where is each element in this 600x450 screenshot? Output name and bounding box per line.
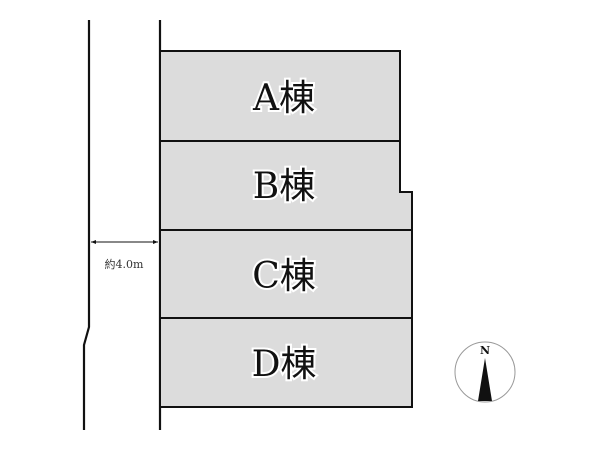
- compass-north-label: N: [480, 344, 490, 357]
- lot-d: D棟: [159, 317, 413, 408]
- lot-d-label: D棟: [252, 344, 317, 385]
- lot-c: C棟: [159, 229, 413, 319]
- lot-a: A棟: [159, 50, 401, 142]
- lot-b: B棟: [159, 140, 413, 231]
- north-compass-icon: N: [454, 341, 516, 403]
- lot-a-label: A棟: [252, 78, 315, 119]
- road: 約4.0m: [82, 20, 162, 430]
- road-left-edge: [82, 20, 91, 430]
- lot-c-label: C棟: [252, 256, 316, 297]
- road-width-label: 約4.0m: [105, 257, 144, 271]
- road-width-dimension: 約4.0m: [91, 240, 158, 271]
- lot-b-label: B棟: [253, 166, 315, 207]
